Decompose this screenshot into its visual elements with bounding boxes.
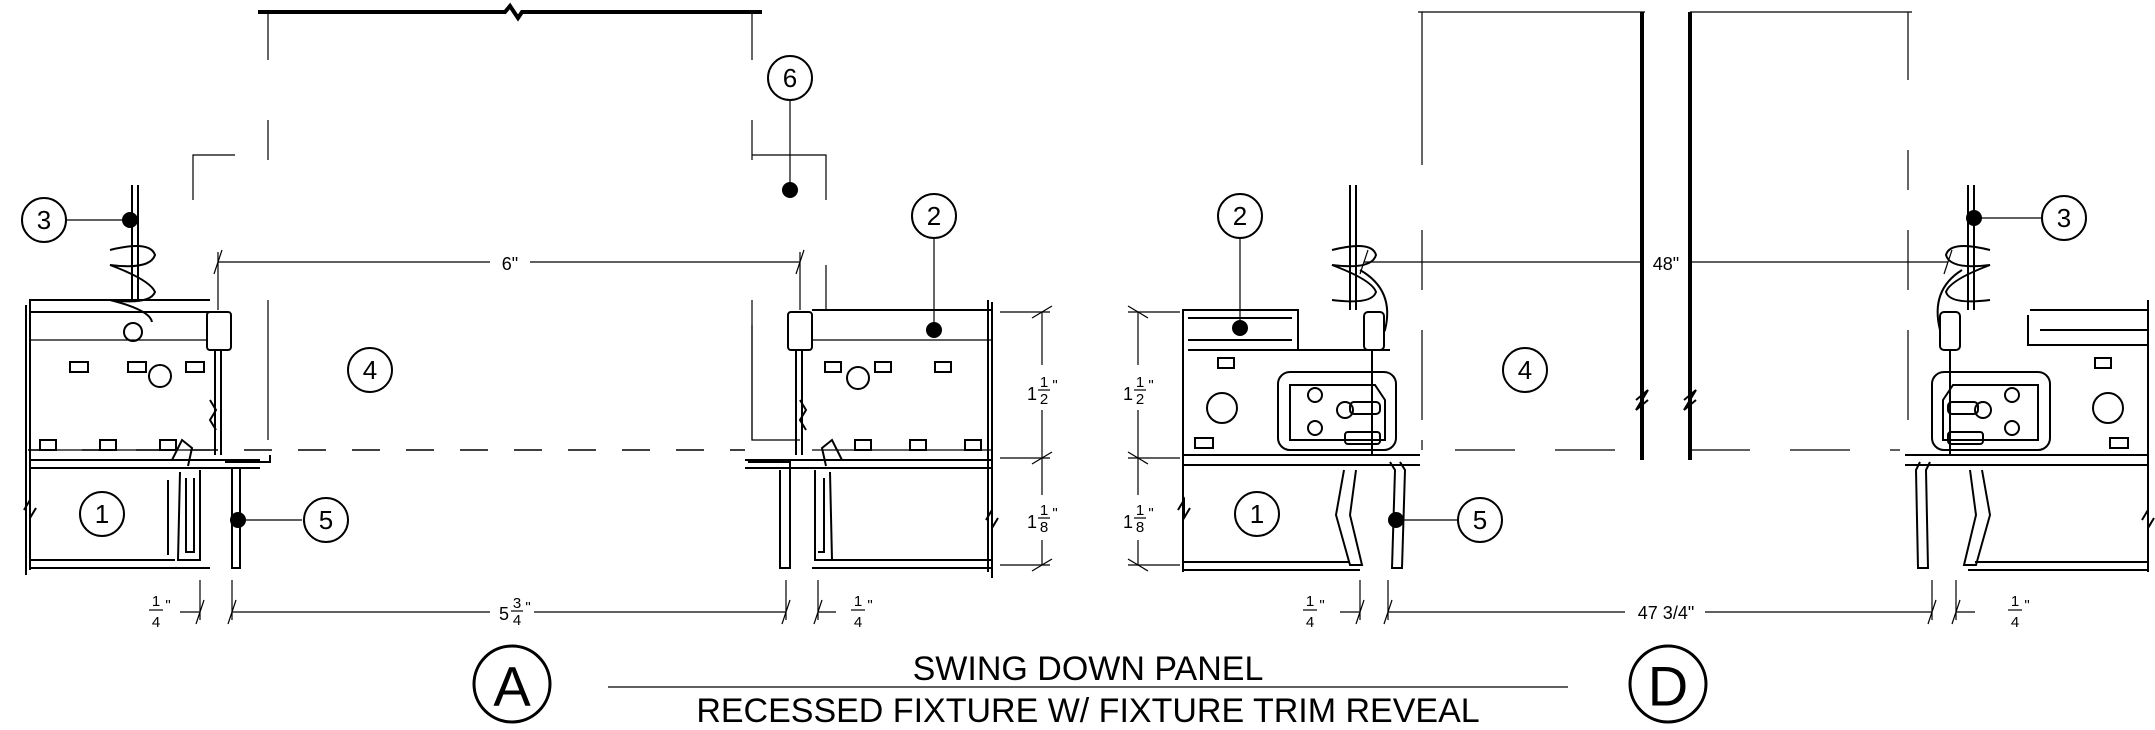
a-dim-quarter-right: 1 4 ": [851, 593, 873, 631]
svg-text:3: 3: [513, 595, 521, 612]
svg-text:2: 2: [1136, 391, 1144, 408]
detail-label-d-circle: [1628, 644, 1708, 724]
svg-text:4: 4: [854, 614, 862, 631]
a-left-tee-outline: [29, 299, 210, 570]
d-callout-2: 2: [1217, 193, 1263, 336]
svg-text:": ": [1148, 505, 1153, 522]
detail-a: 6" 5 3 4 " 1 4 " 1 4 ": [21, 2, 1062, 631]
a-callout-1: 1: [79, 491, 125, 537]
a-dim-width: 6": [502, 254, 518, 274]
svg-text:": ": [1052, 505, 1057, 522]
d-callout-4: 4: [1502, 347, 1548, 393]
d-wire-twist-right: [1944, 245, 1991, 303]
detail-label-d: D: [1648, 655, 1688, 718]
a-dim-quarter-left: 1 4 ": [149, 593, 171, 631]
d-callout-3: 3: [1966, 195, 2087, 241]
svg-text:4: 4: [2011, 614, 2019, 631]
a-clip-right: [787, 311, 813, 351]
d-callout-1: 1: [1234, 491, 1280, 537]
d-dim-width: 48": [1653, 254, 1679, 274]
svg-text:": ": [1052, 377, 1057, 394]
a-callout-5: 5: [230, 497, 349, 543]
title-block: A D SWING DOWN PANEL RECESSED FIXTURE W/…: [472, 644, 1708, 730]
a-top-ceiling-line: [258, 2, 762, 22]
d-dim-quarter-right: 1 4 ": [2008, 593, 2030, 631]
svg-text:1: 1: [1136, 374, 1144, 391]
svg-text:4: 4: [513, 612, 521, 629]
a-housing-step-left: [192, 154, 235, 200]
d-dim-bottom: 47 3/4": [1638, 603, 1694, 623]
d-callout-5: 5: [1388, 497, 1503, 543]
svg-text:5: 5: [319, 505, 333, 535]
a-housing-step-right: [752, 154, 827, 200]
svg-text:1: 1: [1040, 374, 1048, 391]
svg-text:1: 1: [1136, 502, 1144, 519]
svg-text:": ": [1319, 597, 1324, 614]
d-trim-reveal-left: [1389, 461, 1407, 569]
detail-d: 48" 47 3/4" 1 4 " 1 4 ": [1118, 11, 2155, 631]
svg-text:1: 1: [1027, 384, 1037, 404]
a-callout-6: 6: [767, 55, 813, 198]
a-housing-foot-right: [751, 325, 800, 441]
svg-text:1: 1: [1306, 593, 1314, 610]
a-clip: [206, 311, 232, 351]
svg-text:": ": [2024, 597, 2029, 614]
svg-text:8: 8: [1136, 519, 1144, 536]
svg-text:1: 1: [1027, 512, 1037, 532]
svg-text:": ": [165, 597, 170, 614]
svg-text:1: 1: [1123, 384, 1133, 404]
svg-text:2: 2: [1233, 201, 1247, 231]
svg-text:": ": [867, 597, 872, 614]
svg-text:1: 1: [854, 593, 862, 610]
a-callout-3: 3: [21, 197, 138, 243]
d-trim-reveal-right: [1914, 461, 1931, 569]
a-dim-bottom: 5: [499, 604, 509, 624]
svg-text:3: 3: [37, 205, 51, 235]
svg-text:3: 3: [2057, 203, 2071, 233]
svg-text:1: 1: [95, 499, 109, 529]
svg-text:6: 6: [783, 63, 797, 93]
svg-text:": ": [525, 599, 530, 616]
a-trim-reveal-right: [748, 461, 791, 569]
svg-text:2: 2: [1040, 391, 1048, 408]
d-wire-twist-left: [1331, 245, 1378, 303]
svg-text:1: 1: [1250, 499, 1264, 529]
a-hanger-eye: [123, 322, 143, 342]
a-callout-2: 2: [911, 193, 957, 338]
title-line-2: RECESSED FIXTURE W/ FIXTURE TRIM REVEAL: [696, 692, 1479, 730]
svg-text:4: 4: [1518, 355, 1532, 385]
svg-text:1: 1: [1123, 512, 1133, 532]
detail-label-a: A: [493, 655, 531, 718]
svg-text:2: 2: [927, 201, 941, 231]
a-callout-4: 4: [347, 347, 393, 393]
svg-text:5: 5: [1473, 505, 1487, 535]
svg-text:": ": [1148, 377, 1153, 394]
detail-label-a-circle: [472, 644, 552, 724]
a-wire-twist: [109, 245, 157, 323]
svg-text:1: 1: [1040, 502, 1048, 519]
svg-text:4: 4: [363, 355, 377, 385]
svg-text:1: 1: [2011, 593, 2019, 610]
svg-text:4: 4: [152, 614, 160, 631]
title-line-1: SWING DOWN PANEL: [913, 650, 1264, 688]
d-dim-quarter-left: 1 4 ": [1303, 593, 1325, 631]
svg-text:4: 4: [1306, 614, 1314, 631]
svg-text:1: 1: [152, 593, 160, 610]
svg-text:8: 8: [1040, 519, 1048, 536]
